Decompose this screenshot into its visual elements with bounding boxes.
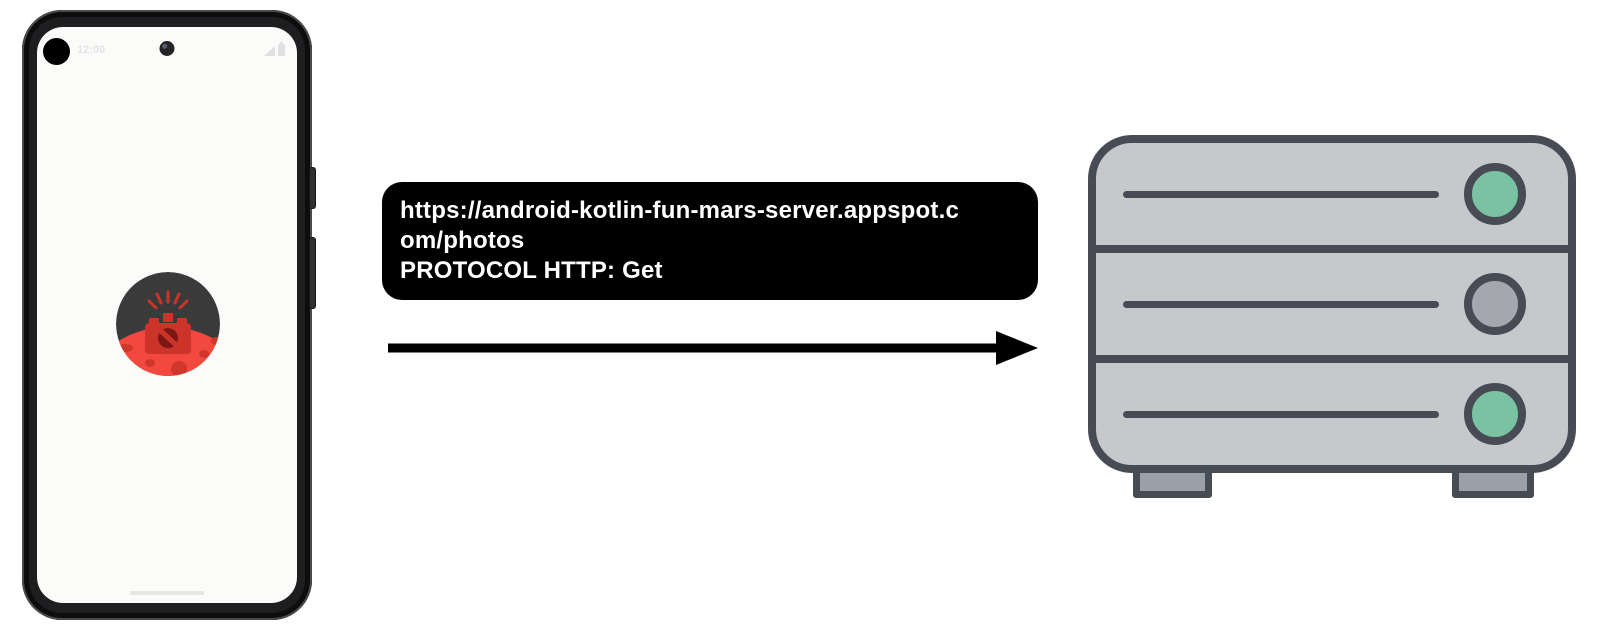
- mars-camera-icon: [116, 272, 220, 376]
- black-dot-marker: [43, 38, 70, 65]
- home-indicator: [130, 591, 204, 595]
- server-bay: [1096, 363, 1568, 465]
- server-slot-line: [1123, 300, 1439, 308]
- front-camera-icon: [159, 41, 175, 56]
- server-illustration: [1088, 135, 1576, 473]
- battery-icon: [278, 42, 285, 56]
- status-bar-time: 12:00: [77, 44, 106, 56]
- signal-icon: [264, 46, 275, 56]
- server-led-icon: [1464, 163, 1526, 225]
- phone-power-button: [310, 168, 315, 208]
- request-protocol-line: PROTOCOL HTTP: Get: [400, 257, 663, 284]
- server-bay: [1096, 143, 1568, 253]
- request-url-line-2: om/photos: [400, 227, 525, 254]
- status-bar-icons: [264, 42, 285, 56]
- phone-volume-button: [310, 238, 315, 308]
- mars-photos-app-icon: [116, 272, 220, 376]
- server-bay: [1096, 253, 1568, 363]
- server-led-icon: [1464, 383, 1526, 445]
- server-slot-line: [1123, 410, 1439, 418]
- http-request-box: https://android-kotlin-fun-mars-server.a…: [382, 182, 1038, 300]
- phone-mockup: 12:00: [22, 10, 315, 620]
- server-slot-line: [1123, 190, 1439, 198]
- phone-screen: 12:00: [37, 27, 297, 603]
- server-led-icon: [1464, 273, 1526, 335]
- request-url-line-1: https://android-kotlin-fun-mars-server.a…: [400, 197, 959, 224]
- request-arrow-icon: [388, 331, 1038, 365]
